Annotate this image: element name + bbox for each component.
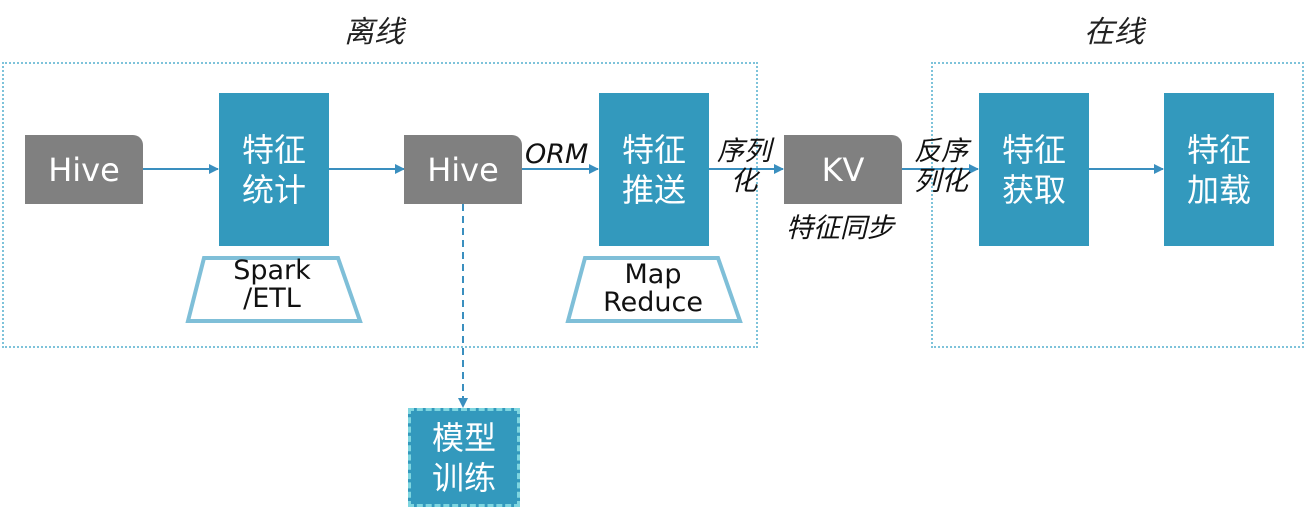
serialize-line1: 序列: [717, 136, 771, 167]
offline-region: [2, 62, 758, 348]
hive-source-node: Hive: [25, 135, 143, 204]
feature-fetch-line2: 获取: [1001, 170, 1066, 209]
spark-etl-line2: /ETL: [243, 283, 301, 314]
online-region: [931, 62, 1304, 348]
mapreduce-trapezoid: [565, 256, 743, 323]
feature-push-node: 特征 推送: [599, 93, 709, 246]
online-region-title: 在线: [1084, 15, 1144, 50]
model-training-line1: 模型: [431, 418, 496, 457]
spark-etl-trapezoid: [185, 256, 363, 323]
feature-fetch-line1: 特征: [1001, 130, 1066, 169]
mapreduce-label: Map Reduce: [593, 261, 713, 317]
serialize-label: 序列 化: [712, 137, 776, 197]
feature-push-line1: 特征: [621, 130, 686, 169]
feature-stats-line2: 统计: [241, 170, 306, 209]
serialize-line2: 化: [730, 166, 758, 197]
feature-fetch-node: 特征 获取: [979, 93, 1089, 246]
mapreduce-line1: Map: [624, 259, 682, 290]
orm-label: ORM: [525, 139, 589, 170]
feature-load-line1: 特征: [1186, 130, 1251, 169]
model-training-node: 模型 训练: [408, 408, 520, 507]
spark-etl-label: Spark /ETL: [214, 257, 330, 313]
deserialize-line2: 列化: [914, 166, 968, 197]
feature-stats-node: 特征 统计: [219, 93, 329, 246]
kv-store-node: KV: [784, 135, 902, 204]
feature-load-line2: 加载: [1186, 170, 1251, 209]
offline-region-title: 离线: [344, 15, 404, 50]
hive-source-label: Hive: [48, 150, 120, 189]
hive-storage-node: Hive: [404, 135, 522, 204]
feature-sync-label: 特征同步: [786, 213, 894, 244]
deserialize-label: 反序 列化: [908, 137, 974, 197]
hive-storage-label: Hive: [427, 150, 499, 189]
model-training-line2: 训练: [431, 458, 496, 497]
spark-etl-line1: Spark: [233, 255, 311, 286]
deserialize-line1: 反序: [914, 136, 968, 167]
feature-push-line2: 推送: [621, 170, 686, 209]
feature-stats-line1: 特征: [241, 130, 306, 169]
mapreduce-line2: Reduce: [603, 287, 703, 318]
feature-load-node: 特征 加载: [1164, 93, 1274, 246]
kv-store-label: KV: [821, 150, 865, 189]
